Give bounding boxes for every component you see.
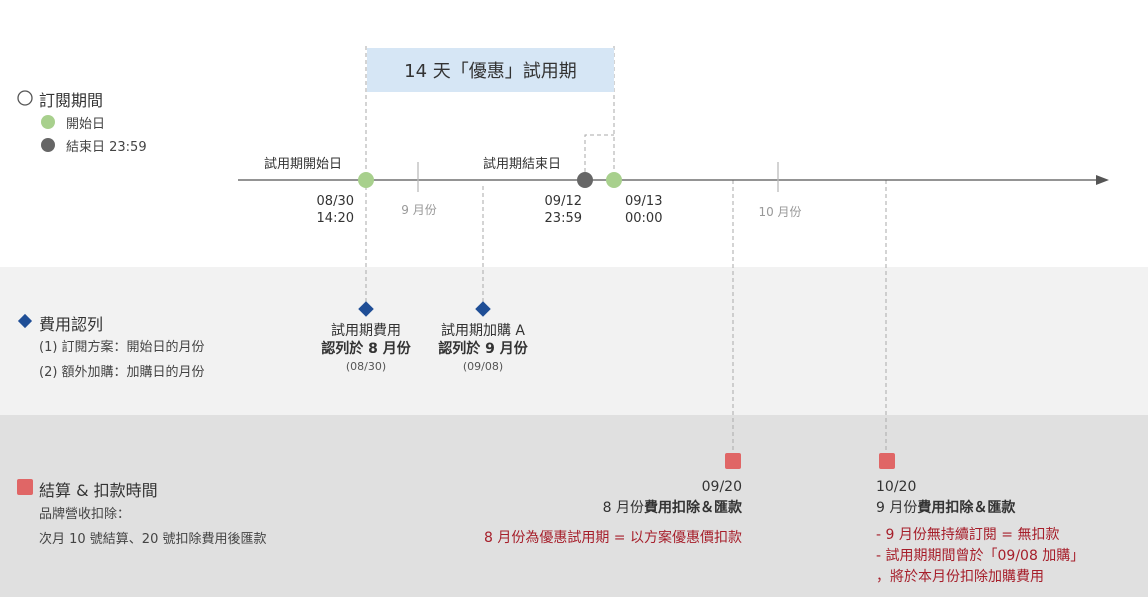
- end-bracket: [584, 134, 614, 172]
- timeline-arrow-icon: [1096, 175, 1109, 185]
- oct-settlement-notes: - 9 月份無持續訂閱 = 無扣款 - 試用期期間曾於「09/08 加購」 ，將…: [876, 527, 1085, 585]
- sep-settle-square-icon: [725, 453, 741, 469]
- addon-event: 試用期加購 A 認列於 9 月份 (09/08): [438, 323, 528, 373]
- subscription-circle-icon: [17, 90, 33, 106]
- recognition-legend-title: 費用認列: [39, 315, 104, 334]
- trial-fee-event: 試用期費用 認列於 8 月份 (08/30): [321, 323, 411, 373]
- next-start-marker: [606, 172, 622, 188]
- recognition-rule-2: (2) 額外加購：加購日的月份: [39, 365, 205, 380]
- sep-settlement: 09/20 8 月份費用扣除＆匯款: [602, 479, 742, 516]
- recognition-rule-1: (1) 訂閱方案：開始日的月份: [39, 340, 205, 355]
- settlement-band: [0, 415, 1148, 597]
- start-legend-label: 開始日: [66, 117, 106, 132]
- oct-month-label: 10 月份: [758, 205, 802, 219]
- start-dot-icon: [41, 115, 55, 129]
- recognition-band: [0, 267, 1148, 415]
- oct-settlement: 10/20 9 月份費用扣除＆匯款: [876, 479, 1016, 516]
- settlement-square-icon: [17, 479, 33, 495]
- recognition-diamond-icon: [17, 313, 33, 329]
- settlement-rule-1: 品牌營收扣除：: [39, 507, 131, 522]
- sep-month-label: 9 月份: [401, 203, 437, 217]
- oct-settle-square-icon: [879, 453, 895, 469]
- end-legend-label: 結束日 23:59: [66, 140, 147, 155]
- trial-start-label: 試用期開始日: [264, 157, 343, 172]
- end-dot-icon: [41, 138, 55, 152]
- trial-period-banner: 14 天「優惠」試用期: [367, 48, 614, 92]
- settlement-legend-title: 結算 & 扣款時間: [39, 481, 158, 500]
- trial-fee-diamond-icon: [358, 301, 374, 317]
- trial-start-marker: [358, 172, 374, 188]
- subscription-legend-title: 訂閱期間: [39, 91, 104, 110]
- sep-settlement-note: 8 月份為優惠試用期 = 以方案優惠價扣款: [484, 530, 742, 546]
- settlement-rule-2: 次月 10 號結算、20 號扣除費用後匯款: [39, 532, 267, 547]
- addon-diamond-icon: [475, 301, 491, 317]
- trial-end-label: 試用期結束日: [483, 157, 562, 172]
- trial-end-marker: [577, 172, 593, 188]
